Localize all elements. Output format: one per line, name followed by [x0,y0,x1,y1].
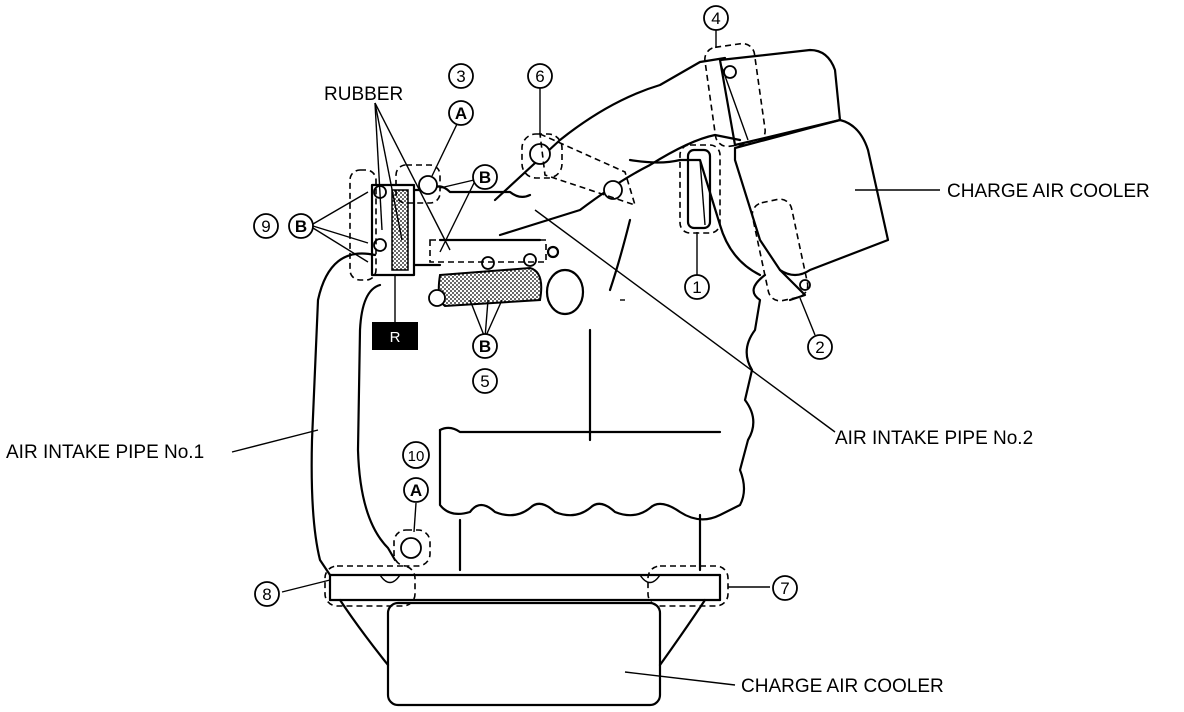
r-marker-box [372,322,418,350]
callout-4: 4 [711,9,720,28]
leader-lines [231,30,940,686]
air-intake-pipe-2 [438,56,762,277]
callout-1: 1 [692,278,701,297]
callout-5: 5 [480,372,489,391]
label-charge-air-cooler-bottom: CHARGE AIR COOLER [741,676,944,697]
label-rubber: RUBBER [324,84,403,105]
label-air-intake-pipe-2: AIR INTAKE PIPE No.2 [835,428,1033,449]
callout-8: 8 [262,585,271,604]
bracket-5 [428,245,585,316]
callout-2: 2 [815,338,824,357]
engine-outline [438,218,767,572]
letter-b-upper: B [479,168,491,187]
callout-6: 6 [535,67,544,86]
callout-3: 3 [456,67,465,86]
r-marker-label: R [390,329,401,346]
detail-boxes [324,42,809,607]
letter-a-lower: A [410,481,422,500]
callout-10: 10 [408,448,425,465]
label-charge-air-cooler-top: CHARGE AIR COOLER [947,181,1150,202]
label-air-intake-pipe-1: AIR INTAKE PIPE No.1 [6,442,204,463]
letter-b-left: B [295,217,307,236]
top-charge-air-cooler [686,48,890,302]
callout-9: 9 [261,217,270,236]
callout-circles [253,5,833,607]
letter-a-upper: A [455,104,467,123]
callout-7: 7 [780,579,789,598]
letter-b-center: B [479,337,491,356]
bottom-charge-air-cooler [328,573,722,707]
